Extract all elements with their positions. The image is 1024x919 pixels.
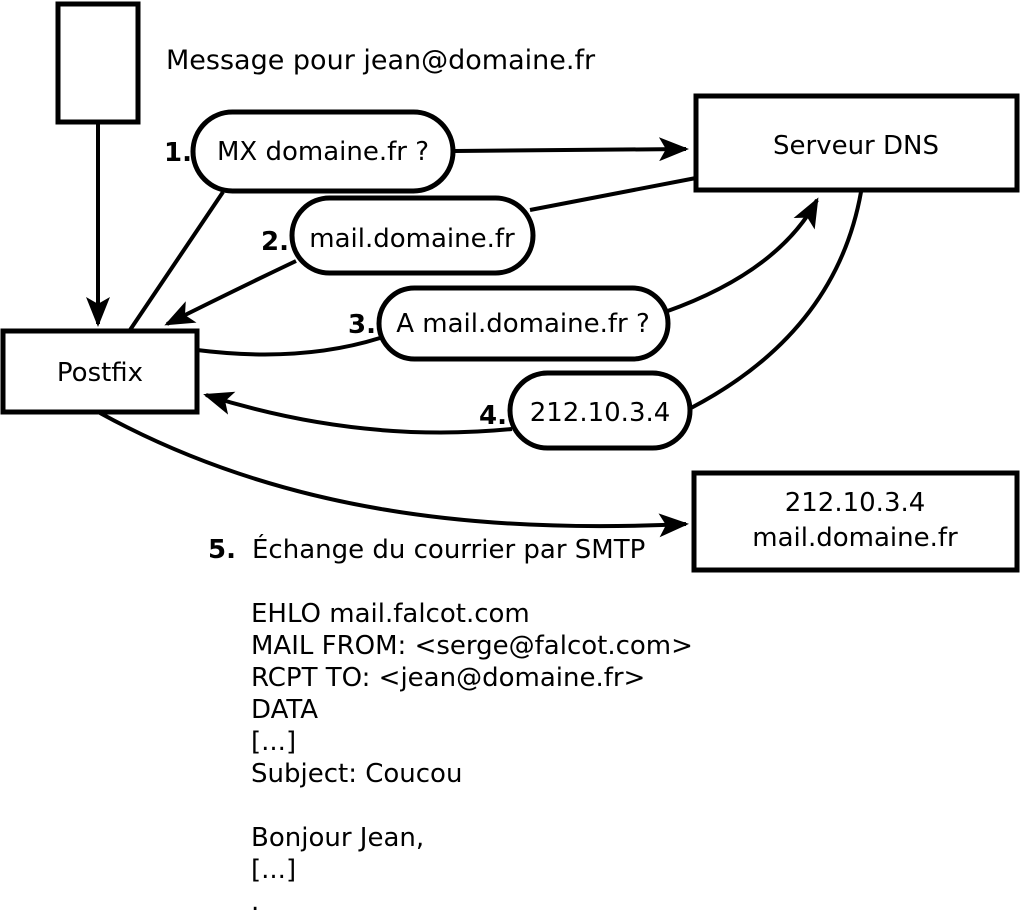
step3-a-query: 3. A mail.domaine.fr ?	[196, 197, 819, 362]
step1-pill	[190, 109, 456, 194]
smtp-line: Subject: Coucou	[251, 759, 462, 789]
step3-pill	[376, 285, 671, 362]
step1-number: 1.	[164, 138, 192, 168]
line-dns-to-step4	[690, 191, 863, 410]
postfix-box	[0, 328, 200, 415]
arrow-step4-to-postfix	[203, 391, 513, 435]
smtp-line: [...]	[251, 855, 296, 885]
dns-server-box	[693, 93, 1020, 193]
step5-label: Échange du courrier par SMTP	[252, 533, 645, 565]
smtp-line: EHLO mail.falcot.com	[251, 599, 530, 629]
mail-server-box	[691, 470, 1020, 573]
mail-server-host-label: mail.domaine.fr	[752, 523, 958, 553]
step3-label: A mail.domaine.fr ?	[396, 309, 650, 339]
smtp-line: [...]	[251, 727, 296, 757]
step4-label: 212.10.3.4	[530, 398, 671, 428]
step2-label: mail.domaine.fr	[309, 224, 515, 254]
line-postfix-to-step3	[196, 336, 381, 357]
mail-server-ip-label: 212.10.3.4	[785, 488, 926, 518]
step4-a-answer: 4. 212.10.3.4	[203, 191, 863, 451]
arrow-step3-to-dns	[664, 197, 819, 314]
smtp-session-transcript: EHLO mail.falcot.com MAIL FROM: <serge@f…	[251, 599, 693, 917]
smtp-line: RCPT TO: <jean@domaine.fr>	[251, 663, 645, 693]
message-source-node	[55, 1, 141, 125]
postfix-node: Postfix	[0, 328, 200, 415]
smtp-line: .	[251, 887, 259, 917]
step4-pill	[507, 370, 693, 451]
step2-mx-answer: 2. mail.domaine.fr	[164, 176, 697, 326]
step1-mx-query: 1. MX domaine.fr ?	[128, 109, 689, 332]
step5-number: 5.	[208, 535, 236, 565]
smtp-line: Bonjour Jean,	[251, 823, 424, 853]
line-dns-to-step2	[529, 176, 697, 212]
arrow-postfix-to-mail-server	[99, 411, 689, 538]
step2-number: 2.	[261, 227, 289, 257]
step1-label: MX domaine.fr ?	[217, 137, 429, 167]
line-postfix-to-step1	[128, 190, 225, 332]
smtp-line: DATA	[251, 695, 318, 725]
arrow-step1-to-dns	[454, 137, 689, 162]
dns-server-label: Serveur DNS	[773, 131, 939, 161]
mail-server-node: 212.10.3.4 mail.domaine.fr	[691, 470, 1020, 573]
postfix-label: Postfix	[57, 358, 143, 388]
arrow-step2-to-postfix	[164, 259, 297, 326]
step3-number: 3.	[348, 310, 376, 340]
step4-number: 4.	[479, 401, 507, 431]
message-title: Message pour jean@domaine.fr	[166, 45, 596, 76]
step2-pill	[289, 195, 536, 276]
dns-server-node: Serveur DNS	[693, 93, 1020, 193]
smtp-line: MAIL FROM: <serge@falcot.com>	[251, 631, 693, 661]
step5-smtp-exchange: 5. Échange du courrier par SMTP	[99, 411, 689, 565]
